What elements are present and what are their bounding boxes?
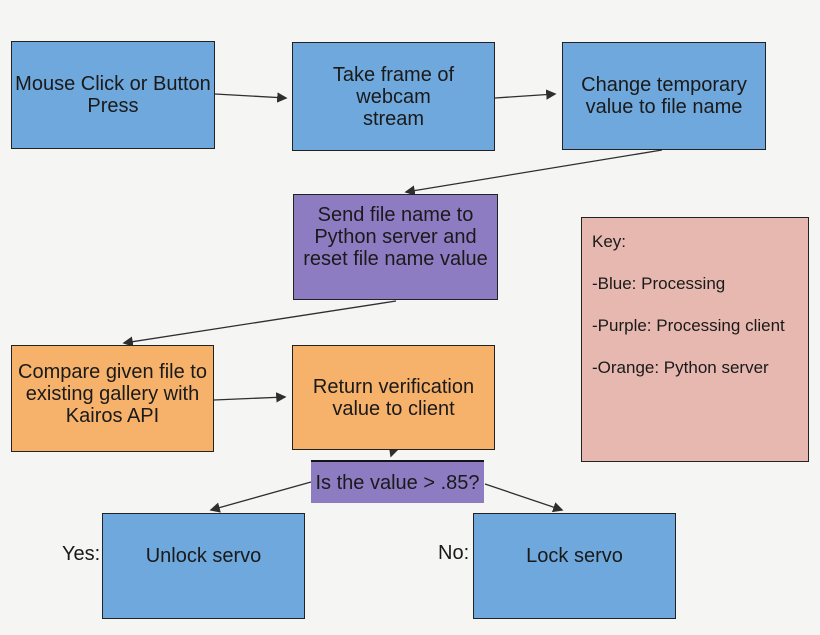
node-change-temp-value-label: Change temporary value to file name (581, 74, 747, 118)
arrow-change-to-send (404, 149, 663, 196)
legend-entry-purple: -Purple: Processing client (592, 316, 785, 335)
node-unlock-servo-label: Unlock servo (145, 545, 262, 567)
node-unlock-servo: Unlock servo (102, 513, 305, 619)
yes-label: Yes: (62, 543, 101, 565)
node-decision-value-check-label: Is the value > .85? (315, 471, 480, 494)
node-take-frame-label: Take frame of webcam stream (332, 63, 455, 130)
no-label: No: (438, 542, 470, 564)
legend-entry-orange: -Orange: Python server (592, 358, 769, 377)
node-take-frame: Take frame of webcam stream (292, 42, 495, 151)
legend-entry-blue: -Blue: Processing (592, 274, 726, 293)
node-mouse-click: Mouse Click or Button Press (11, 41, 215, 149)
arrow-compare-to-return (213, 392, 287, 403)
node-mouse-click-label: Mouse Click or Button Press (15, 73, 211, 117)
arrow-frame-to-change (494, 89, 557, 100)
node-compare-file-label: Compare given file to existing gallery w… (18, 360, 207, 427)
node-return-verification: Return verification value to client (292, 345, 495, 450)
node-return-verification-label: Return verification value to client (312, 375, 475, 420)
arrow-decision-to-unlock (209, 481, 312, 513)
arrow-send-to-compare (122, 300, 397, 347)
node-compare-file: Compare given file to existing gallery w… (11, 345, 214, 452)
node-lock-servo-label: Lock servo (526, 545, 623, 567)
node-lock-servo: Lock servo (473, 513, 676, 619)
arrow-mouse-to-frame (214, 92, 288, 103)
node-send-file-name-label: Send file name to Python server and rese… (303, 204, 488, 270)
node-send-file-name: Send file name to Python server and rese… (293, 194, 498, 300)
legend-box: Key: -Blue: Processing -Purple: Processi… (581, 217, 809, 462)
arrow-decision-to-lock (484, 483, 564, 513)
arrow-return-to-decision (388, 445, 399, 458)
node-decision-value-check: Is the value > .85? (311, 460, 484, 503)
node-change-temp-value: Change temporary value to file name (562, 42, 766, 150)
legend-title: Key: (592, 232, 627, 251)
